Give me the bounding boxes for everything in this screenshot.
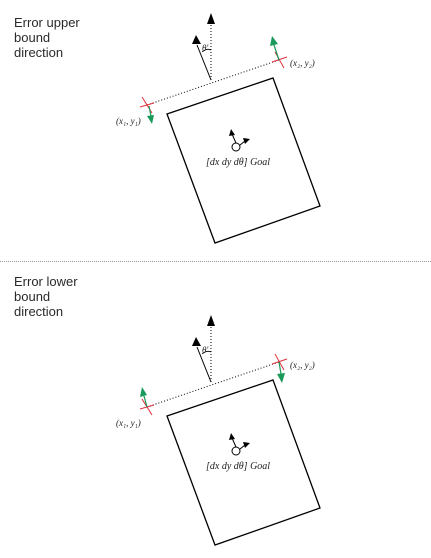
panel-divider [0,261,431,262]
point2-label: (x₂, y₂) [290,360,315,370]
point1-label: (x₁, y₁) [116,418,141,428]
goal-state-label: [dx dy dθ] Goal [206,157,270,168]
angle-label: θ' [202,345,209,355]
point2-label: (x₂, y₂) [290,58,315,68]
error-arrowhead-2-icon [270,36,278,46]
robot-body [166,77,321,244]
point1-marker [139,96,155,114]
angle-arc [201,350,212,355]
theta-arrow [196,346,212,383]
panel-upper-bound: Error upper bound direction θ' [0,0,431,270]
bound-line [146,59,280,106]
angle-label: θ' [202,43,209,53]
caption-upper: Error upper bound direction [14,15,124,60]
error-arrowhead-1-icon [140,387,147,397]
theta-arrow [196,44,212,81]
goal-marker-icon [229,433,250,456]
caption-line: Error upper [14,15,80,30]
bound-line [146,361,280,408]
panel-lower-bound: Error lower bound direction θ' (x₁, [0,270,431,546]
error-arrow-1 [143,395,148,408]
error-arrow-1 [148,105,152,117]
caption-line: direction [14,45,64,60]
caption-line: bound [14,289,51,304]
vertical-arrowhead-icon [207,13,215,24]
error-arrowhead-1-icon [147,115,154,124]
error-arrow-2 [273,44,280,61]
caption-lower: Error lower bound direction [14,274,124,319]
diagram-lower: θ' (x₁, y₁) (x₂, y₂) [116,315,321,546]
robot-body [166,379,321,546]
angle-arc [201,48,212,53]
goal-marker-icon [229,129,250,152]
point1-label: (x₁, y₁) [116,116,141,126]
caption-line: Error lower [14,274,78,289]
diagram-upper: θ' (x₁, y₁) (x₂, y₂) [116,13,321,244]
theta-arrowhead-icon [192,337,201,346]
vertical-arrowhead-icon [207,315,215,326]
point2-marker [271,51,288,69]
caption-line: bound [14,30,51,45]
goal-state-label: [dx dy dθ] Goal [206,461,270,472]
theta-arrowhead-icon [192,35,201,44]
caption-line: direction [14,304,64,319]
error-arrow-2 [278,361,282,375]
error-arrowhead-2-icon [277,373,285,383]
